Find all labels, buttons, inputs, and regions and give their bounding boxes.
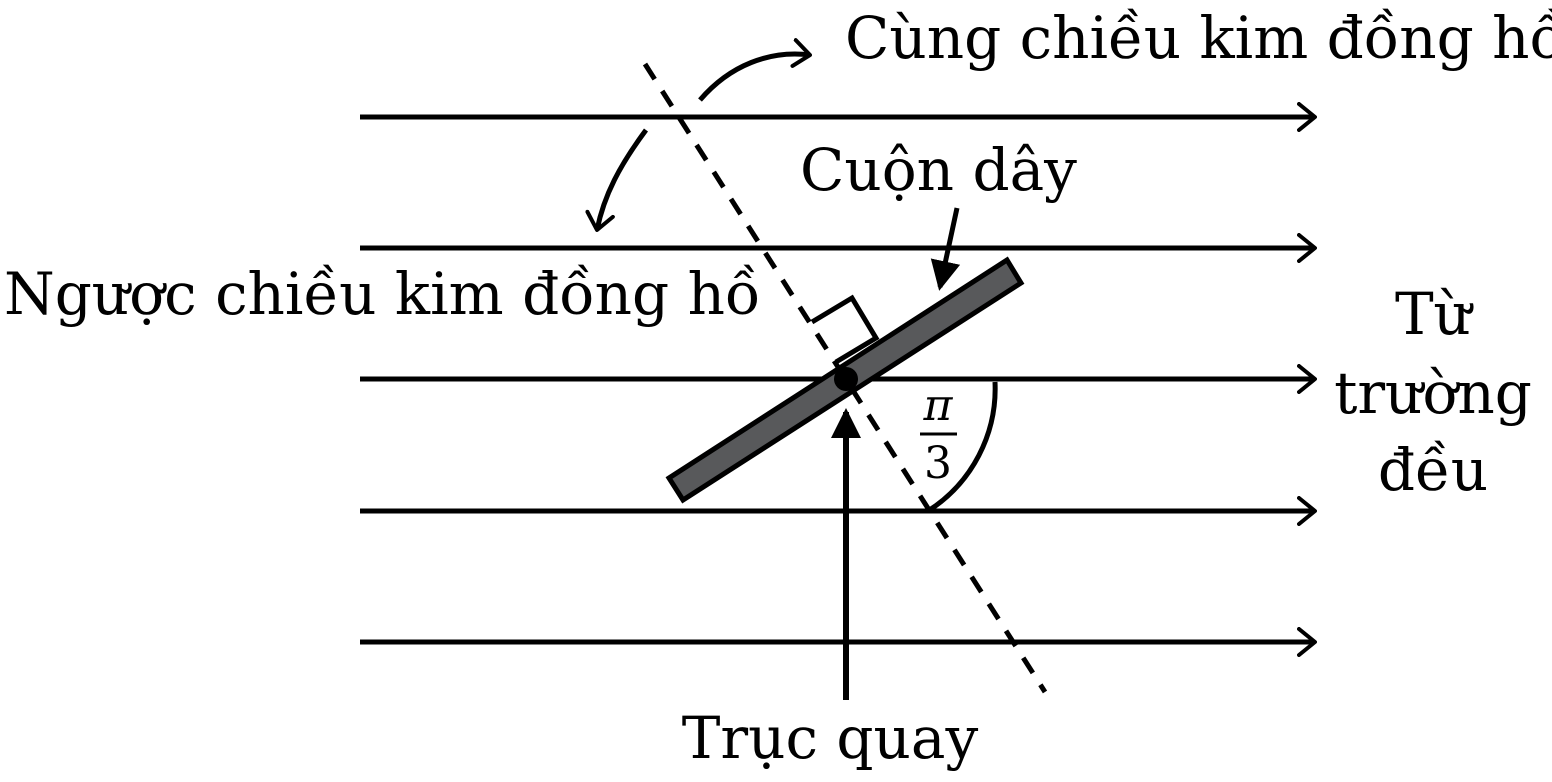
label-clockwise: Cùng chiều kim đồng hồ bbox=[845, 4, 1552, 72]
right-angle-marker bbox=[810, 294, 880, 365]
counterclockwise-arrow bbox=[585, 128, 649, 232]
angle-arc bbox=[926, 381, 998, 514]
clockwise-arrow bbox=[698, 38, 812, 102]
label-field-line3: đều bbox=[1378, 436, 1488, 504]
coil-pointer-arrow bbox=[930, 207, 961, 291]
label-field-line1: Từ bbox=[1395, 280, 1474, 348]
label-counterclockwise: Ngược chiều kim đồng hồ bbox=[4, 260, 760, 328]
pivot-point bbox=[834, 367, 858, 391]
label-coil: Cuộn dây bbox=[800, 136, 1077, 204]
label-axis: Trục quay bbox=[682, 704, 979, 772]
normal-dashed-line bbox=[642, 62, 1048, 694]
angle-numerator: π bbox=[923, 380, 954, 431]
label-field-line2: trường bbox=[1334, 359, 1532, 427]
angle-denominator: 3 bbox=[924, 438, 952, 489]
